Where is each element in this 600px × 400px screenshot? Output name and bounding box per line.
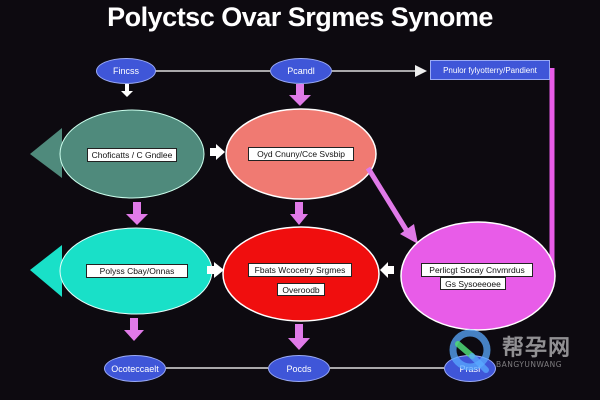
arrow-salmon-to-magenta-head <box>400 224 418 244</box>
arrow-cyan-to-red <box>207 262 224 278</box>
arrow-down-fincss <box>121 84 133 97</box>
label-magenta-line1: Perlicgt Socay Cnvmrdus <box>421 263 533 277</box>
label-teal-dark: Choficatts / C Gndlee <box>87 148 177 162</box>
chevron-left-upper <box>30 128 62 178</box>
diagram-title: Polyctsc Ovar Srgmes Synome <box>107 2 493 32</box>
node-pocds-label: Pocds <box>286 363 312 374</box>
arrow-magenta-to-red <box>380 262 394 278</box>
label-cyan: Polyss Cbay/Onnas <box>86 264 188 278</box>
node-top-right-label: Pnulor fylyotterry/Pandient <box>443 65 537 75</box>
arrow-down-pcandl <box>289 84 311 106</box>
label-red-line2: Overoodb <box>277 283 325 296</box>
chevron-left-lower <box>30 245 62 297</box>
arrow-down-red <box>288 324 310 350</box>
watermark-logo-icon <box>449 329 491 373</box>
node-pcandl-label: Pcandl <box>287 66 315 76</box>
arrow-teal-to-salmon <box>210 144 225 160</box>
watermark-en-text: BANGYUNWANG <box>496 360 563 369</box>
arrow-salmon-to-magenta <box>365 166 413 238</box>
node-ocoteccaelt-label: Ocoteccaelt <box>111 363 159 374</box>
watermark-cn-text: 帮孕网 <box>502 336 572 361</box>
label-magenta-line2: Gs Sysoeeoee <box>440 277 506 290</box>
arrow-down-salmon <box>290 202 308 225</box>
node-pocds[interactable]: Pocds <box>268 355 330 382</box>
arrow-down-cyan <box>124 318 144 341</box>
node-fincss-label: Fincss <box>112 66 139 76</box>
node-ocoteccaelt[interactable]: Ocoteccaelt <box>104 355 166 382</box>
node-top-right-box[interactable]: Pnulor fylyotterry/Pandient <box>430 60 550 80</box>
node-pcandl[interactable]: Pcandl <box>270 58 332 84</box>
label-salmon: Oyd Cnuny/Cce Svsbip <box>248 147 354 161</box>
arrow-down-teal <box>126 202 148 225</box>
node-fincss[interactable]: Fincss <box>96 58 156 84</box>
label-red-line1: Fbats Wcocetry Srgmes <box>248 263 352 277</box>
